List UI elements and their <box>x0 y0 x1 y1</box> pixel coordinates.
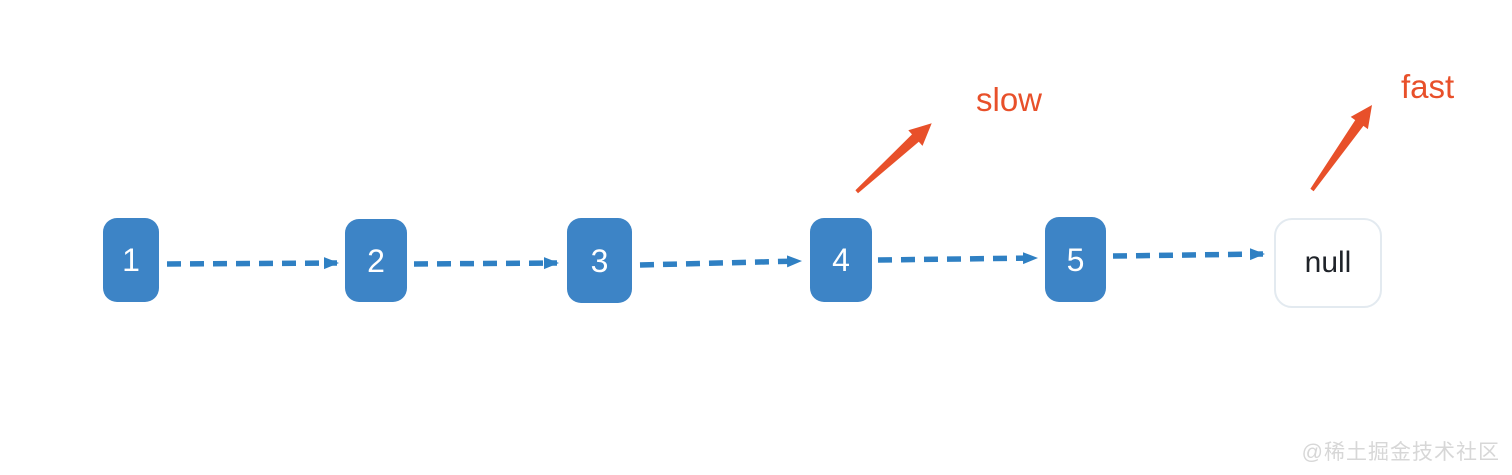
list-node-5: 5 <box>1045 217 1106 302</box>
list-node-3-value: 3 <box>590 242 609 279</box>
slow-pointer-arrow <box>855 123 932 194</box>
list-node-3: 3 <box>567 218 632 303</box>
watermark: @稀土掘金技术社区 <box>1301 440 1500 464</box>
fast-pointer-label: fast <box>1401 68 1455 105</box>
list-node-4-value: 4 <box>832 242 850 278</box>
list-node-1: 1 <box>103 218 159 302</box>
next-arrow-3-4 <box>639 255 802 268</box>
next-arrow-2-3 <box>413 257 559 270</box>
next-arrow-1-2 <box>166 257 339 270</box>
fast-pointer-arrow <box>1310 105 1372 192</box>
list-node-2-value: 2 <box>367 242 385 279</box>
next-arrow-4-5 <box>877 252 1038 265</box>
list-node-4: 4 <box>810 218 872 302</box>
list-node-5-value: 5 <box>1066 241 1085 278</box>
list-node-null: null <box>1274 218 1382 308</box>
list-node-null-value: null <box>1304 246 1352 279</box>
list-node-2: 2 <box>345 219 407 302</box>
next-arrow-5-null <box>1112 248 1265 261</box>
slow-pointer-label: slow <box>976 81 1043 118</box>
list-node-1-value: 1 <box>122 242 140 278</box>
